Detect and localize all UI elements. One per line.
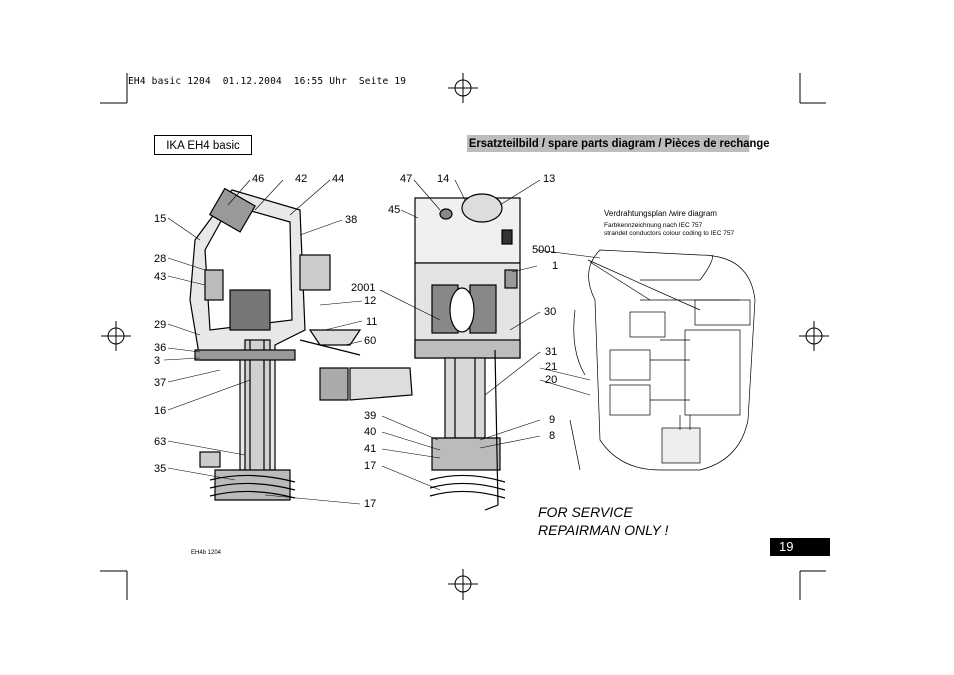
part-label: 28 bbox=[154, 253, 167, 265]
wiring-diagram bbox=[569, 249, 756, 471]
part-label: 44 bbox=[332, 173, 345, 185]
part-label: 9 bbox=[549, 414, 556, 426]
part-label: 37 bbox=[154, 377, 167, 389]
part-label: 30 bbox=[544, 306, 557, 318]
service-note: FOR SERVICE REPAIRMAN ONLY ! bbox=[538, 503, 668, 539]
middle-parts-diagram bbox=[414, 193, 521, 511]
part-label: 39 bbox=[364, 410, 377, 422]
wiring-subtitle: Farbkennzeichnung nach IEC 757 bbox=[604, 222, 703, 229]
part-label: 45 bbox=[388, 204, 401, 216]
print-header: EH4 basic 1204 01.12.2004 16:55 Uhr Seit… bbox=[128, 76, 407, 87]
part-label: 46 bbox=[252, 173, 265, 185]
part-label: 47 bbox=[400, 173, 413, 185]
part-label: 3 bbox=[154, 355, 161, 367]
section-title: Ersatzteilbild / spare parts diagram / P… bbox=[467, 135, 770, 152]
part-label: 5001 bbox=[532, 244, 557, 256]
part-label: 42 bbox=[295, 173, 308, 185]
crop-marks bbox=[100, 73, 826, 600]
service-note-line: FOR SERVICE bbox=[538, 504, 633, 520]
part-label: 12 bbox=[364, 295, 377, 307]
part-label: 35 bbox=[154, 463, 167, 475]
part-label: 2001 bbox=[351, 282, 376, 294]
part-label: 14 bbox=[437, 173, 450, 185]
part-label: 15 bbox=[154, 213, 167, 225]
wiring-title: Verdrahtungsplan /wire diagram bbox=[604, 209, 717, 218]
left-parts-diagram bbox=[189, 187, 413, 501]
part-label: 40 bbox=[364, 426, 377, 438]
service-note-line: REPAIRMAN ONLY ! bbox=[538, 522, 669, 538]
part-label: 36 bbox=[154, 342, 167, 354]
leader-lines bbox=[163, 179, 601, 505]
part-label: 43 bbox=[154, 271, 167, 283]
model-label: IKA EH4 basic bbox=[154, 135, 252, 155]
page-number: 19 bbox=[770, 538, 830, 556]
part-label: 63 bbox=[154, 436, 167, 448]
part-label: 11 bbox=[366, 316, 378, 328]
part-label: 29 bbox=[154, 319, 167, 331]
part-label: 17 bbox=[364, 460, 377, 472]
part-label: 21 bbox=[545, 361, 558, 373]
part-label: 31 bbox=[545, 346, 558, 358]
part-label: 60 bbox=[364, 335, 377, 347]
part-label: 16 bbox=[154, 405, 167, 417]
part-label: 13 bbox=[543, 173, 556, 185]
part-label: 17 bbox=[364, 498, 377, 510]
part-label: 1 bbox=[552, 260, 559, 272]
part-label: 8 bbox=[549, 430, 556, 442]
footer-code: EH4b 1204 bbox=[191, 550, 222, 556]
part-label: 20 bbox=[545, 374, 558, 386]
registration-marks bbox=[101, 73, 829, 600]
part-label: 38 bbox=[345, 214, 358, 226]
part-label: 41 bbox=[364, 443, 377, 455]
wiring-subtitle: strandet conductors colour coding to IEC… bbox=[604, 230, 735, 237]
